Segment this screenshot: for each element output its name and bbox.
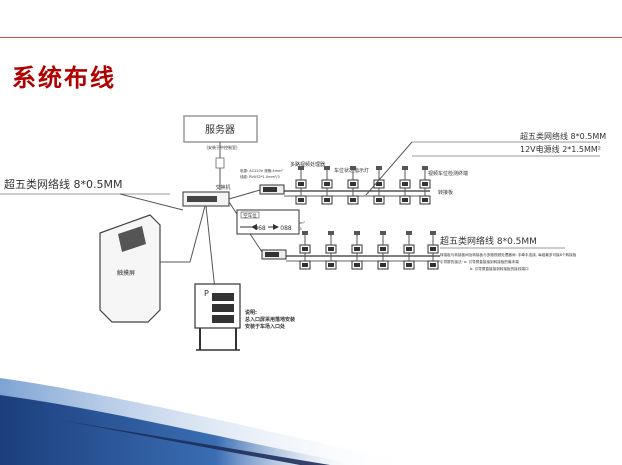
- screen-caption: 空车位: [243, 212, 257, 219]
- note-line2: 安装于车场入口处: [245, 323, 286, 330]
- cable-label-top-right-1: 超五类网络线 8*0.5MM: [520, 131, 606, 141]
- switch-device: 交换机: [182, 184, 231, 207]
- top-row-modules: [295, 166, 431, 205]
- top-divider-line: [0, 37, 622, 38]
- kiosk-label: 触摸屏: [117, 269, 135, 277]
- svg-text:P: P: [204, 289, 209, 298]
- counter-display-label: 车位状态指示灯: [334, 167, 369, 174]
- server-note: (安装于中控制室): [206, 144, 238, 150]
- screen-left-num: 068: [254, 225, 266, 232]
- spec-label-2: 线缆: RVVS2*1.0mm²/3: [240, 174, 280, 179]
- decorative-swoosh: [0, 378, 420, 465]
- mid-note-line3: b: 引导屏直接接到转接板的接线端口: [470, 266, 529, 271]
- parking-detector-label: 视频车位检测终端: [428, 170, 468, 177]
- spec-label-1: 电源: AC220V 规格:4mm²: [240, 168, 283, 173]
- server-box: 服务器 (安装于中控制室): [183, 115, 258, 150]
- server-label: 服务器: [205, 123, 235, 136]
- switch-label: 交换机: [215, 184, 230, 191]
- bottom-row-modules: [299, 231, 439, 270]
- cable-label-mid-right: 超五类网络线 8*0.5MM: [440, 235, 537, 247]
- mid-note-line2: 引导屏的接法: a: 引导屏直接接到转接板的最末端: [440, 259, 519, 264]
- screen-right-num: 088: [280, 225, 292, 232]
- video-processor-top: 多路视频处理器 电源: AC220V 规格:4mm² 线缆: RVVS2*1.0…: [240, 161, 325, 195]
- note-label: 说明:: [245, 309, 257, 316]
- slide-title: 系统布线: [12, 63, 116, 92]
- converter-label: 转接板: [438, 189, 453, 196]
- kiosk-device: 触摸屏: [99, 214, 161, 323]
- entrance-sign: P: [194, 283, 241, 351]
- note-line1: 总入口屏采用落地安装: [245, 316, 295, 323]
- cable-label-top-right-2: 12V电源线 2*1.5MM²: [520, 144, 601, 154]
- cable-label-left: 超五类网络线 8*0.5MM: [4, 177, 122, 191]
- space-screen: 空车位 068 088: [236, 209, 300, 235]
- mid-note-line1: 转接板与转接板间及转接板与多路视频处理器间: 手牵手连接, 每组最多可接8个转接…: [440, 252, 577, 257]
- video-processor-label: 多路视频处理器: [290, 161, 325, 168]
